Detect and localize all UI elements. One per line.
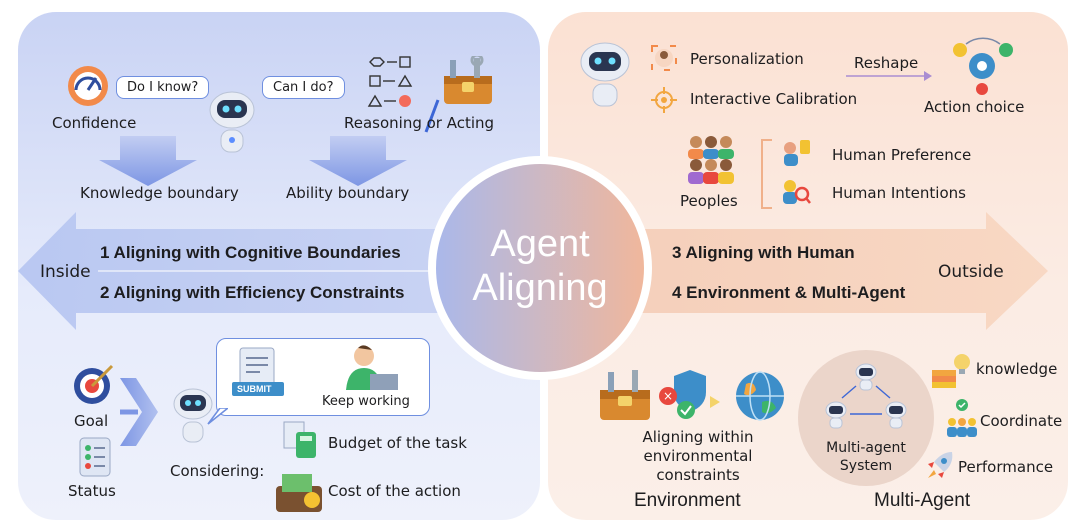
peoples-label: Peoples bbox=[680, 192, 738, 210]
personalization-label: Personalization bbox=[690, 50, 804, 68]
intention-search-icon bbox=[783, 180, 811, 204]
multi-agent-system-line2: System bbox=[839, 458, 893, 474]
center-title-line2: Aligning bbox=[472, 267, 608, 309]
env-toolbox-icon bbox=[600, 370, 650, 420]
down-arrow-ability bbox=[309, 136, 407, 186]
calculator-icon bbox=[283, 421, 316, 458]
center-title-line1: Agent bbox=[490, 223, 590, 265]
coordinate-icon bbox=[947, 399, 977, 437]
section-3-title: 3 Aligning with Human bbox=[672, 243, 855, 262]
preference-icon bbox=[784, 140, 810, 166]
status-label: Status bbox=[68, 482, 116, 500]
performance-label: Performance bbox=[958, 458, 1054, 476]
keep-working-label: Keep working bbox=[322, 394, 410, 409]
goal-label: Goal bbox=[74, 412, 109, 430]
section-2-title: 2 Aligning with Efficiency Constraints bbox=[100, 283, 405, 302]
person-laptop-icon bbox=[346, 345, 398, 390]
people-group-icon bbox=[688, 136, 734, 184]
knowledge-label: knowledge bbox=[976, 360, 1058, 378]
down-arrow-knowledge bbox=[99, 136, 197, 186]
budget-label: Budget of the task bbox=[328, 434, 467, 452]
environment-title: Environment bbox=[634, 490, 741, 511]
coordinate-label: Coordinate bbox=[980, 412, 1063, 430]
considering-label: Considering: bbox=[170, 462, 265, 480]
env-desc-line3: constraints bbox=[656, 466, 740, 484]
robot-icon bbox=[209, 91, 255, 153]
submit-label: SUBMIT bbox=[237, 384, 272, 394]
confidence-label: Confidence bbox=[52, 114, 137, 132]
env-desc-line1: Aligning within bbox=[642, 428, 754, 446]
reshape-label: Reshape bbox=[854, 54, 919, 72]
chevron-arrow bbox=[120, 378, 158, 446]
money-icon bbox=[276, 474, 322, 512]
multi-agent-title: Multi-Agent bbox=[874, 490, 971, 511]
multi-agent-system-line1: Multi-agent bbox=[826, 440, 906, 456]
knowledge-icon bbox=[932, 354, 970, 388]
bubble-can-i-do: Can I do? bbox=[262, 76, 345, 99]
interactive-calibration-label: Interactive Calibration bbox=[690, 90, 858, 108]
globe-icon bbox=[736, 371, 784, 421]
bubble-do-i-know: Do I know? bbox=[116, 76, 210, 99]
robot-icon-3 bbox=[580, 42, 630, 107]
ability-boundary-label: Ability boundary bbox=[286, 184, 410, 202]
toolbox-icon bbox=[444, 56, 492, 104]
multi-agent-circle bbox=[798, 350, 934, 486]
center-title: Agent Aligning bbox=[440, 222, 640, 310]
personalization-icon bbox=[651, 45, 677, 71]
speech-tail bbox=[207, 408, 228, 425]
document-icon bbox=[232, 347, 284, 396]
svg-text:×: × bbox=[663, 389, 673, 403]
robot-icon-2 bbox=[173, 388, 213, 443]
outside-label: Outside bbox=[938, 262, 1004, 282]
section-1-title: 1 Aligning with Cognitive Boundaries bbox=[100, 243, 401, 262]
crosshair-icon bbox=[651, 87, 677, 113]
inside-label: Inside bbox=[40, 262, 91, 282]
cost-label: Cost of the action bbox=[328, 482, 461, 500]
rocket-icon bbox=[928, 452, 953, 478]
checklist-icon bbox=[79, 437, 111, 477]
action-choice-label: Action choice bbox=[924, 98, 1025, 116]
target-icon bbox=[74, 364, 114, 404]
env-desc-line2: environmental bbox=[643, 447, 753, 465]
shield-check-icon: × bbox=[659, 370, 720, 419]
human-intentions-label: Human Intentions bbox=[832, 184, 966, 202]
section-4-title: 4 Environment & Multi-Agent bbox=[672, 283, 906, 302]
knowledge-boundary-label: Knowledge boundary bbox=[80, 184, 239, 202]
reasoning-or-acting-label: Reasoning or Acting bbox=[344, 114, 495, 132]
multi-agent-robots-icon bbox=[825, 363, 907, 429]
gear-cycle-icon bbox=[953, 37, 1013, 95]
reasoning-symbols-icon bbox=[367, 56, 413, 107]
human-preference-label: Human Preference bbox=[832, 146, 972, 164]
gauge-icon bbox=[68, 66, 108, 106]
